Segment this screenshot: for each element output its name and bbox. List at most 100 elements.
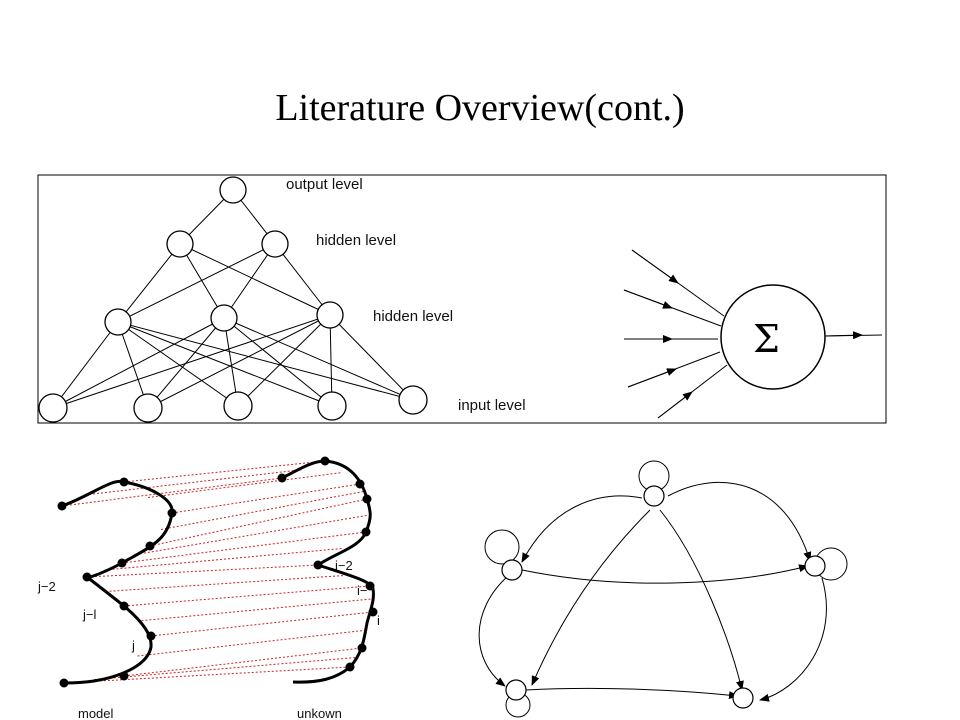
curve-point: [362, 494, 372, 504]
arc-right-bottom: [759, 577, 827, 702]
match-line: [135, 515, 367, 555]
edge-top-bottomleft: [531, 509, 651, 686]
match-line: [123, 647, 363, 677]
match-line: [137, 598, 372, 622]
model-label-j-1: j−l: [82, 607, 96, 622]
neural-net-edge: [117, 321, 414, 401]
perceptron-neuron: [720, 284, 826, 390]
arc-top-left: [521, 495, 643, 563]
neuron-node: [104, 308, 132, 336]
curve-point: [145, 541, 155, 551]
edge-bottom: [525, 687, 739, 700]
curve-point: [355, 479, 365, 489]
neuron-node: [210, 304, 238, 332]
match-line: [137, 629, 368, 657]
unknown-label-i: i: [377, 613, 380, 628]
match-line: [123, 460, 326, 483]
neuron-node: [133, 393, 163, 423]
neuron-node: [398, 385, 428, 415]
self-loop-left: [484, 529, 520, 565]
neural-net-edge: [223, 243, 276, 319]
curve-point: [357, 643, 367, 653]
sigma-symbol: Σ: [753, 317, 780, 361]
match-line: [105, 575, 345, 592]
neuron-node: [316, 301, 344, 329]
curve-point: [146, 631, 156, 641]
neural-net-edge: [223, 317, 414, 401]
curve-point: [57, 501, 67, 511]
neuron-node: [166, 230, 194, 258]
page-title: Literature Overview(cont.): [275, 87, 685, 129]
state-node-left: [501, 559, 523, 581]
neuron-node: [317, 391, 347, 421]
curve-point: [345, 662, 355, 672]
match-line: [160, 491, 364, 530]
match-line: [61, 477, 283, 507]
match-line: [147, 472, 343, 498]
neural-net-edge: [223, 317, 333, 407]
curve-point: [277, 473, 287, 483]
neuron-node: [261, 230, 289, 258]
state-node-bottom-right: [732, 687, 754, 709]
neural-net-edge: [117, 321, 333, 407]
curve-point: [119, 601, 129, 611]
curve-point: [117, 558, 127, 568]
curve-point: [119, 671, 129, 681]
match-points: [57, 456, 378, 688]
state-graph: [478, 460, 848, 718]
state-node-bottom-left: [505, 679, 527, 701]
match-line: [86, 564, 319, 578]
neural-net-edge: [52, 317, 225, 409]
curve-point: [167, 508, 177, 518]
neural-net-nodes: [38, 176, 428, 423]
neural-net-edge: [117, 321, 239, 407]
neural-net-edge: [179, 243, 225, 319]
top-panel-frame: [37, 174, 887, 424]
curve-point: [59, 678, 69, 688]
unknown-label-i-1: i− l: [357, 583, 374, 598]
match-line: [123, 585, 371, 607]
neural-net-edge: [179, 243, 331, 316]
model-label-j-2: j−2: [37, 579, 56, 594]
neuron-node: [223, 391, 253, 421]
model-caption: model: [78, 706, 114, 720]
curve-point: [368, 607, 378, 617]
neural-net-edge: [274, 243, 331, 316]
match-lines: [61, 460, 374, 684]
neural-net-edge: [329, 314, 414, 401]
neuron-node: [38, 393, 68, 423]
neural-net-edge: [117, 243, 276, 323]
perceptron: Σ: [623, 249, 883, 419]
level-label-hidden-1: hidden level: [316, 232, 396, 249]
state-node-right: [804, 555, 826, 577]
match-line: [121, 531, 367, 564]
curve-point: [313, 560, 323, 570]
level-label-input: input level: [458, 397, 526, 414]
unknown-caption: unkown: [297, 706, 342, 720]
neural-net-edge: [117, 243, 181, 323]
neural-net-edge: [329, 314, 333, 407]
match-line: [150, 611, 374, 637]
neural-net-edge: [237, 314, 331, 407]
edge-top-bottomright: [659, 509, 744, 691]
neuron-node: [219, 176, 247, 204]
curve-point: [361, 527, 371, 537]
curve-point: [119, 477, 129, 487]
curve-point: [82, 572, 92, 582]
arc-left-bottom: [478, 575, 509, 687]
neural-net-edge: [52, 321, 119, 409]
match-line: [171, 483, 361, 514]
state-node-top: [643, 485, 665, 507]
neural-net-edges: [52, 189, 414, 409]
state-nodes: [501, 485, 826, 709]
model-label-j: j: [131, 638, 135, 653]
unknown-label-i-2: i−2: [335, 558, 353, 573]
match-line: [92, 469, 304, 495]
neural-net-edge: [117, 321, 149, 409]
level-label-output: output level: [286, 176, 363, 193]
edge-left-right: [521, 564, 809, 584]
neural-net-edge: [147, 314, 331, 409]
neural-net-edge: [223, 317, 239, 407]
arc-top-right: [667, 481, 812, 562]
